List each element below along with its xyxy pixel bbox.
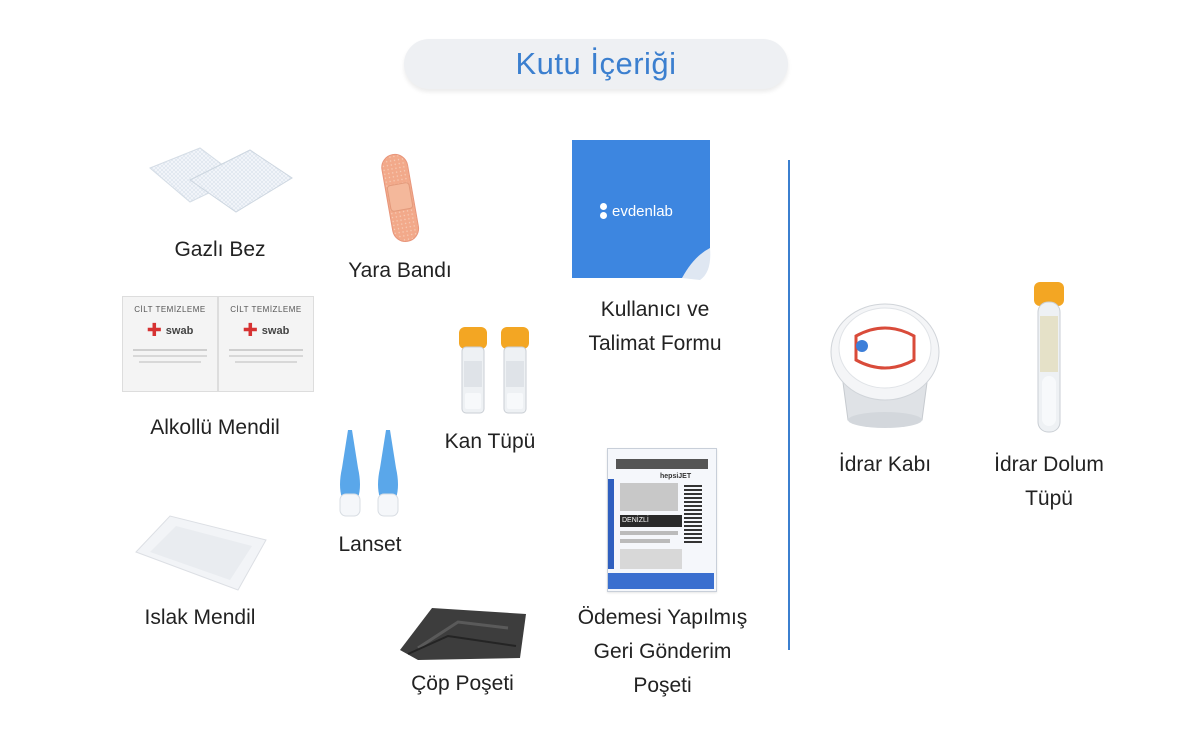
red-cross-icon: ✚ xyxy=(242,320,258,340)
cargo-city: DENİZLİ xyxy=(620,515,682,527)
wipe-pack-heading: CİLT TEMİZLEME xyxy=(230,305,302,314)
wipe-pack-brand: swab xyxy=(165,324,194,337)
return-bag-label-line1: Ödemesi Yapılmış xyxy=(577,606,748,629)
form-label-line2: Talimat Formu xyxy=(588,332,722,355)
section-title: Kutu İçeriği xyxy=(404,39,788,89)
alcohol-wipe-image: CİLT TEMİZLEME ✚ swab CİLT TEMİZLEME ✚ s… xyxy=(122,296,314,392)
urine-tube-label-line2: Tüpü xyxy=(1025,487,1073,510)
trash-bag-image xyxy=(400,608,526,660)
lancet-image xyxy=(339,430,399,517)
evdenlab-logo-icon xyxy=(600,203,607,219)
urine-cup-label: İdrar Kabı xyxy=(838,453,932,476)
wet-wipe-label: Islak Mendil xyxy=(144,606,256,629)
blood-tube-image xyxy=(459,327,529,414)
alcohol-wipe-label: Alkollü Mendil xyxy=(150,416,280,439)
alcohol-wipe-packet: CİLT TEMİZLEME ✚ swab xyxy=(122,296,218,392)
gauze-image xyxy=(149,147,293,213)
red-cross-icon: ✚ xyxy=(146,320,162,340)
instruction-form-image xyxy=(572,140,711,280)
urine-tube-label-line1: İdrar Dolum xyxy=(994,453,1104,476)
return-bag-label-line2: Geri Gönderim xyxy=(593,640,732,663)
wipe-pack-heading: CİLT TEMİZLEME xyxy=(134,305,206,314)
trash-bag-label: Çöp Poşeti xyxy=(411,672,514,695)
form-logo: evdenlab xyxy=(600,199,700,223)
urine-tube-image xyxy=(1034,282,1064,433)
blood-tube-label: Kan Tüpü xyxy=(444,430,536,453)
cargo-barcode xyxy=(684,483,702,543)
return-bag-image: hepsiJET DENİZLİ xyxy=(607,448,717,592)
alcohol-wipe-packet: CİLT TEMİZLEME ✚ swab xyxy=(218,296,314,392)
urine-cup-image xyxy=(830,303,940,428)
wet-wipe-image xyxy=(135,515,267,591)
return-bag-label-line3: Poşeti xyxy=(633,674,692,697)
lancet-label: Lanset xyxy=(338,533,402,556)
wipe-pack-brand: swab xyxy=(261,324,290,337)
gauze-label: Gazlı Bez xyxy=(174,238,266,261)
bandage-image xyxy=(381,153,420,243)
bandage-label: Yara Bandı xyxy=(348,259,452,282)
form-label-line1: Kullanıcı ve xyxy=(600,298,710,321)
section-divider xyxy=(788,160,790,650)
form-logo-text: evdenlab xyxy=(612,202,673,220)
cargo-carrier: hepsiJET xyxy=(660,473,692,480)
